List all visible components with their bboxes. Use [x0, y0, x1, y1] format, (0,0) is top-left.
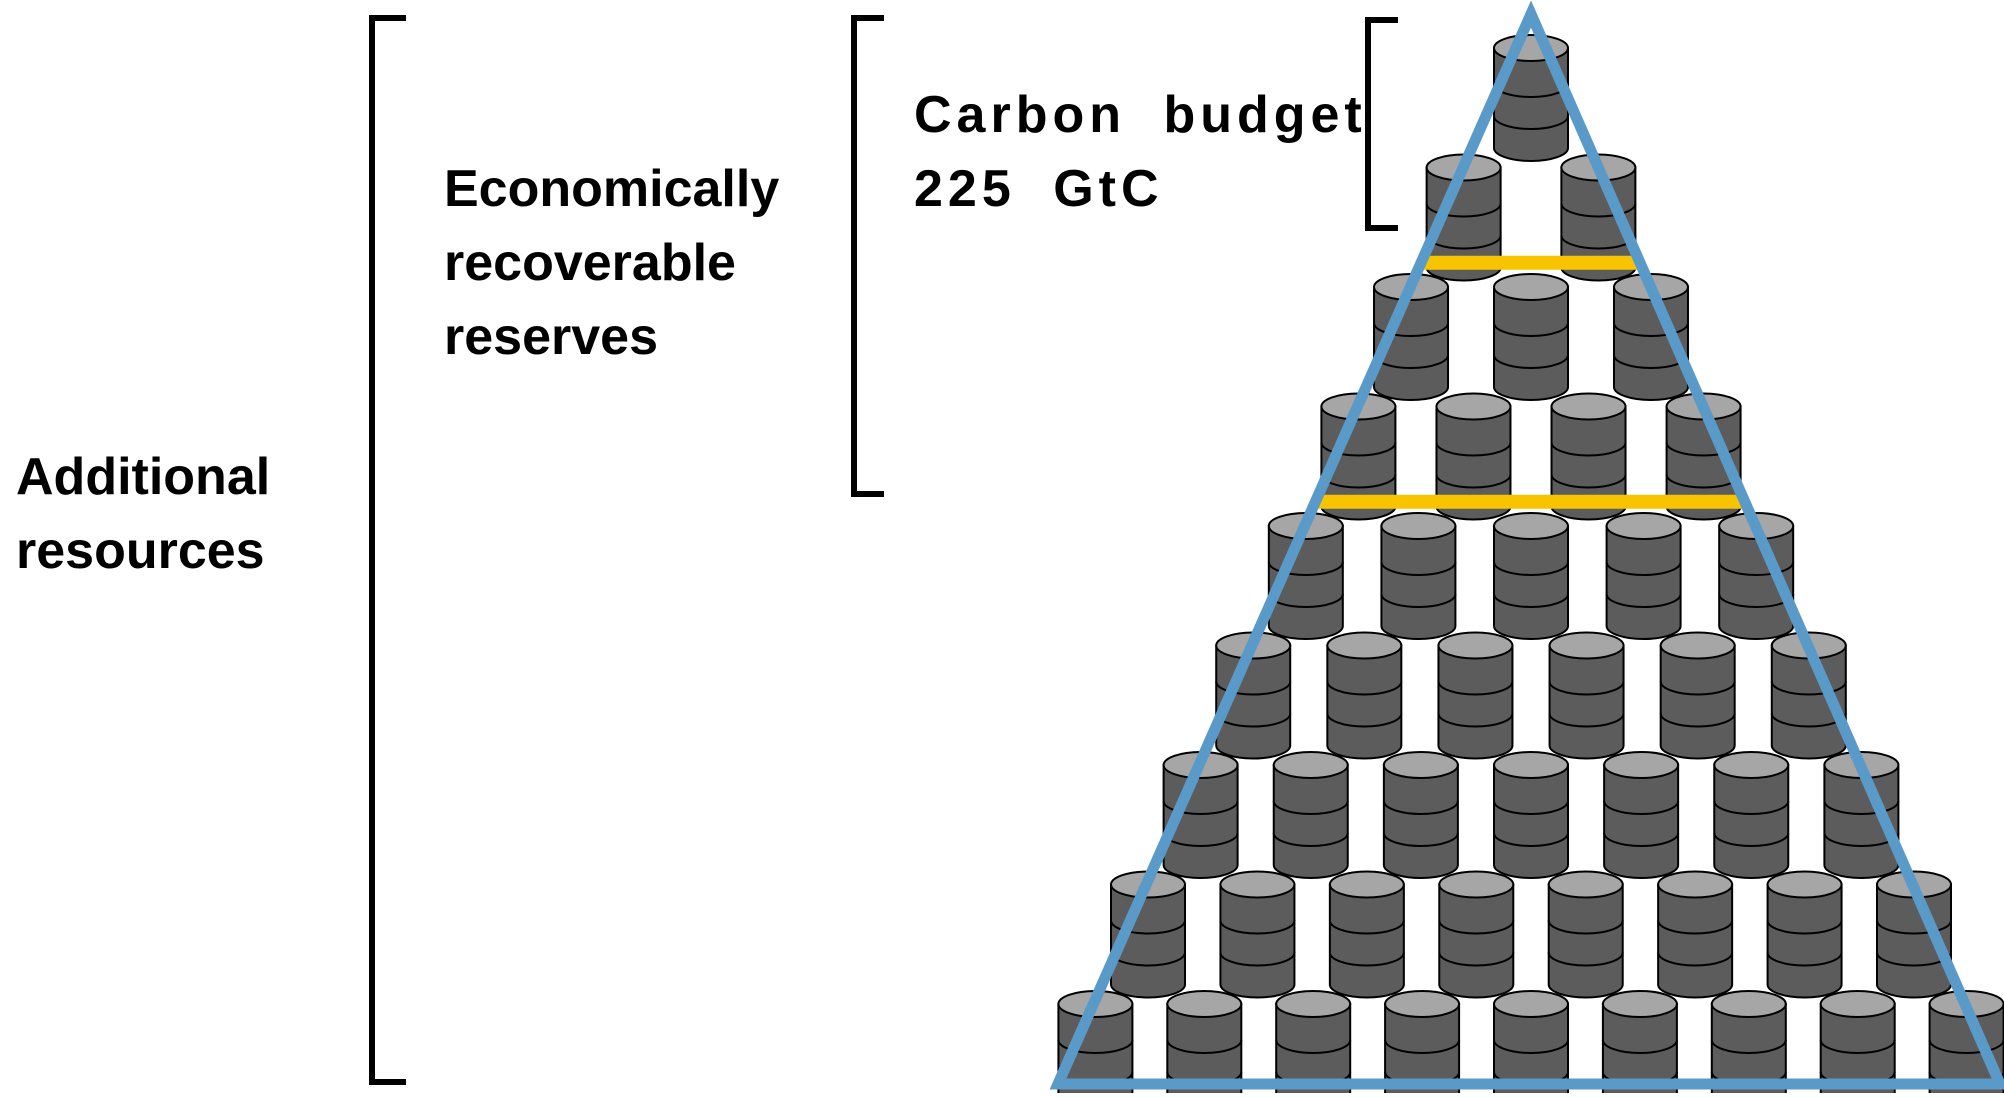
barrel	[1275, 990, 1352, 1098]
barrel	[1438, 870, 1515, 999]
barrel	[1710, 990, 1787, 1098]
barrel	[1219, 870, 1296, 999]
barrel	[1382, 751, 1459, 879]
reserves-line-3: reserves	[444, 308, 658, 366]
barrel	[1659, 631, 1736, 760]
barrel	[1657, 870, 1734, 999]
barrel	[1770, 631, 1847, 760]
barrel	[1493, 34, 1569, 162]
barrel	[1437, 631, 1514, 760]
barrel	[1384, 990, 1461, 1098]
barrel	[1328, 870, 1405, 999]
barrel	[1603, 751, 1680, 879]
barrel	[1875, 870, 1952, 999]
barrel	[1548, 631, 1625, 760]
brackets	[369, 15, 1398, 1085]
economically-recoverable-reserves-label: Economically recoverable reserves	[444, 152, 779, 374]
barrel	[1605, 512, 1682, 640]
pyramid-triangle	[1049, 0, 2004, 1090]
barrel	[1547, 870, 1624, 999]
barrel	[1272, 751, 1349, 879]
pyramid-dividers	[1316, 255, 1746, 509]
additional-resources-label: Additional resources	[16, 440, 270, 588]
additional-resources-bracket	[369, 15, 406, 1085]
barrel	[1713, 751, 1790, 879]
additional-resources-line-2: resources	[16, 522, 265, 580]
barrel	[1326, 631, 1403, 760]
barrel	[1435, 392, 1512, 521]
barrel	[1766, 870, 1843, 999]
carbon-budget-label: Carbon budget 225 GtC	[914, 78, 1367, 226]
barrel	[1166, 990, 1243, 1098]
barrel	[1550, 392, 1627, 521]
carbon-budget-bracket	[1365, 17, 1398, 231]
barrel	[1493, 990, 1569, 1098]
barrel	[1601, 990, 1678, 1098]
barrel	[1819, 990, 1896, 1098]
barrel	[1380, 512, 1457, 640]
reserves-line-2: recoverable	[444, 234, 736, 292]
carbon-budget-line-1: Carbon budget	[914, 86, 1367, 144]
additional-resources-line-1: Additional	[16, 448, 271, 506]
barrel	[1493, 273, 1569, 401]
carbon-budget-line-2: 225 GtC	[914, 160, 1164, 218]
barrel	[1493, 512, 1569, 640]
reserves-line-1: Economically	[444, 160, 780, 218]
economically-recoverable-bracket	[851, 15, 884, 497]
barrel	[1493, 751, 1569, 879]
